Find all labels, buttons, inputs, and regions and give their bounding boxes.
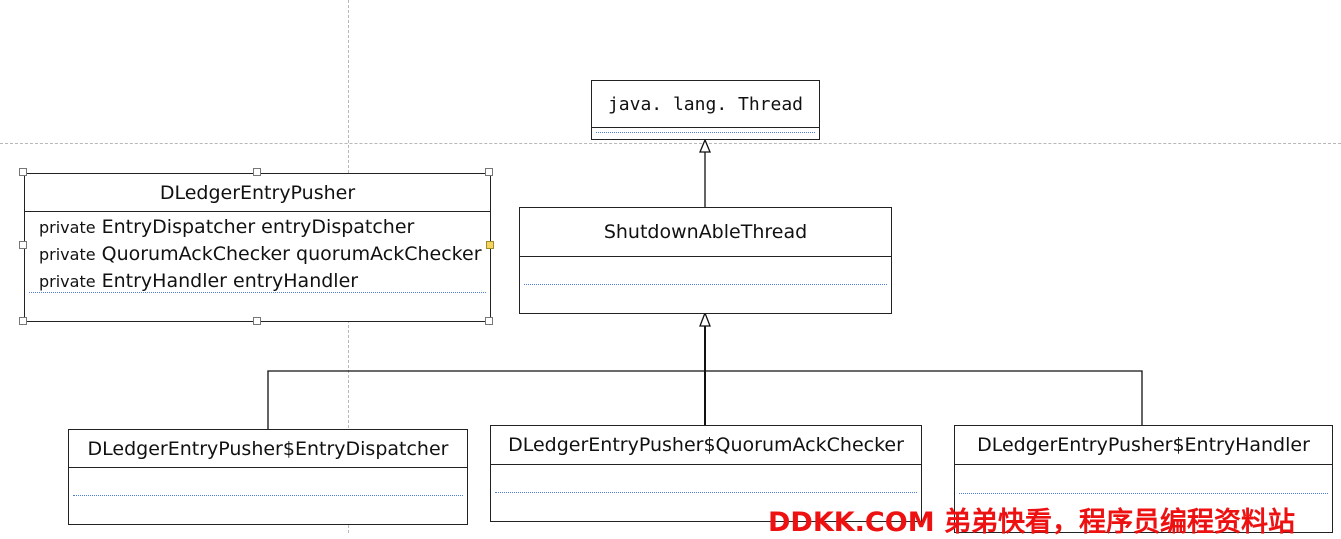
attribute-entry-dispatcher: private EntryDispatcher entryDispatcher (39, 214, 482, 241)
watermark-text: DDKK.COM 弟弟快看，程序员编程资料站 (768, 507, 1295, 538)
attribute-modifier: private (39, 272, 96, 291)
class-entry-handler-separator (959, 493, 1328, 494)
class-thread-name: java. lang. Thread (592, 81, 819, 128)
selection-handle[interactable] (485, 168, 493, 176)
class-entry-dispatcher-separator (73, 495, 463, 496)
class-shutdownable-thread-separator (524, 284, 887, 285)
generalization-line-dispatcher (267, 370, 705, 429)
class-pusher-name: DLedgerEntryPusher (25, 174, 490, 212)
class-entry-handler-name: DLedgerEntryPusher$EntryHandler (955, 426, 1332, 465)
class-shutdownable-thread-name: ShutdownAbleThread (520, 208, 891, 257)
attribute-modifier: private (39, 218, 96, 237)
class-quorum-ack-checker[interactable]: DLedgerEntryPusher$QuorumAckChecker (490, 425, 922, 522)
attribute-quorum-ack-checker: private QuorumAckChecker quorumAckChecke… (39, 241, 482, 268)
selection-handle[interactable] (485, 317, 493, 325)
generalization-line-handler (705, 370, 1143, 425)
attribute-entry-handler: private EntryHandler entryHandler (39, 268, 482, 295)
class-entry-dispatcher[interactable]: DLedgerEntryPusher$EntryDispatcher (68, 429, 468, 525)
attribute-declaration: QuorumAckChecker quorumAckChecker (101, 243, 482, 265)
generalization-arrowhead-shutdownable (699, 311, 711, 327)
horizontal-guide-line (0, 143, 1341, 144)
selection-handle[interactable] (19, 241, 27, 249)
generalization-arrowhead-thread (699, 138, 711, 153)
attribute-modifier: private (39, 245, 96, 264)
connection-handle[interactable] (486, 241, 494, 249)
class-quorum-ack-checker-name: DLedgerEntryPusher$QuorumAckChecker (491, 426, 921, 465)
selection-handle[interactable] (253, 168, 261, 176)
selection-handle[interactable] (19, 168, 27, 176)
selection-handle[interactable] (19, 317, 27, 325)
class-quorum-ack-checker-separator (495, 492, 917, 493)
class-entry-handler[interactable]: DLedgerEntryPusher$EntryHandler (954, 425, 1333, 533)
selection-handle[interactable] (253, 317, 261, 325)
class-thread[interactable]: java. lang. Thread (591, 80, 820, 140)
attribute-declaration: EntryDispatcher entryDispatcher (101, 216, 415, 238)
class-pusher-separator (29, 292, 486, 293)
class-entry-dispatcher-name: DLedgerEntryPusher$EntryDispatcher (69, 430, 467, 468)
class-dledger-entry-pusher[interactable]: DLedgerEntryPusher private EntryDispatch… (24, 173, 491, 322)
class-pusher-attributes: private EntryDispatcher entryDispatcher … (39, 214, 482, 295)
class-thread-separator (596, 132, 815, 133)
class-shutdownable-thread[interactable]: ShutdownAbleThread (519, 207, 892, 314)
attribute-declaration: EntryHandler entryHandler (101, 270, 359, 292)
